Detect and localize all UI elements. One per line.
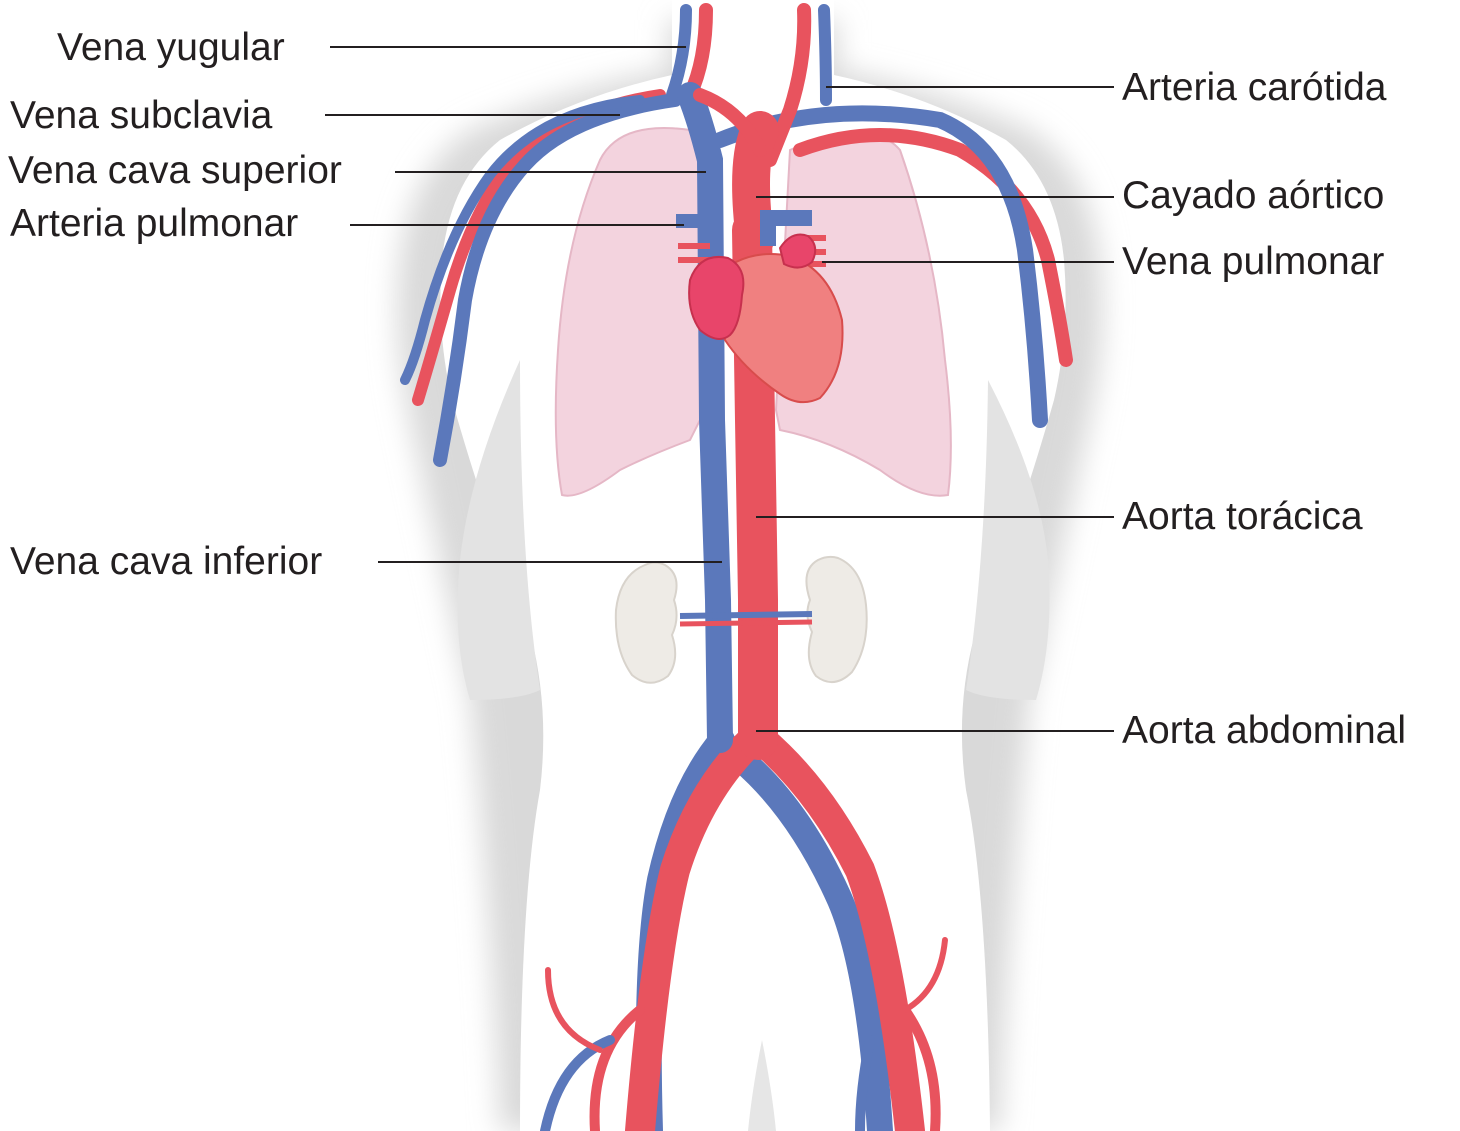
label-thoracic-aorta: Aorta torácica <box>1122 497 1363 536</box>
label-subclavian-vein: Vena subclavia <box>10 96 272 135</box>
label-aortic-arch: Cayado aórtico <box>1122 176 1384 215</box>
right-kidney <box>806 557 866 682</box>
label-inferior-vena-cava: Vena cava inferior <box>10 542 322 581</box>
left-kidney <box>616 563 677 683</box>
label-pulmonary-vein: Vena pulmonar <box>1122 242 1384 281</box>
label-jugular-vein: Vena yugular <box>57 28 285 67</box>
label-carotid-artery: Arteria carótida <box>1122 68 1386 107</box>
label-pulmonary-artery: Arteria pulmonar <box>10 204 298 243</box>
label-abdominal-aorta: Aorta abdominal <box>1122 711 1406 750</box>
label-superior-vena-cava: Vena cava superior <box>8 151 342 190</box>
renal-artery <box>680 622 812 624</box>
renal-vessels <box>680 614 812 616</box>
right-jugular-vein <box>824 10 826 100</box>
right-atrium <box>689 257 743 339</box>
